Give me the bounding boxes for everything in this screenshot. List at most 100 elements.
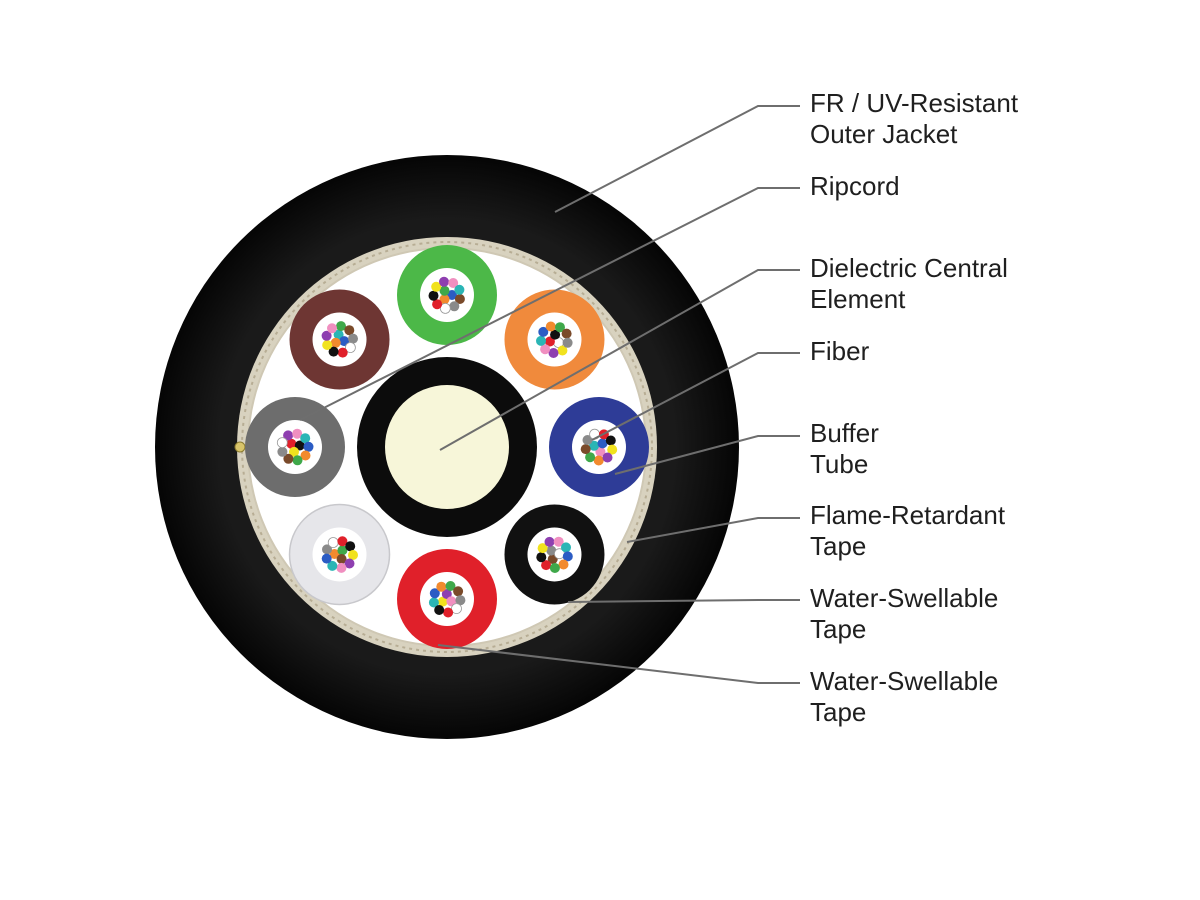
fiber [336, 562, 347, 573]
fiber [344, 558, 355, 569]
fiber [321, 330, 332, 341]
fiber [545, 321, 556, 332]
label-central-element: Dielectric Central Element [810, 253, 1008, 314]
fiber [277, 446, 288, 457]
fiber [540, 344, 551, 355]
fiber [330, 337, 341, 348]
fiber [328, 346, 339, 357]
fiber [428, 290, 439, 301]
fiber [439, 302, 451, 314]
fiber [443, 607, 454, 618]
fiber [322, 544, 332, 555]
fiber [439, 276, 449, 287]
leader-ripcord [299, 187, 800, 421]
fiber [557, 345, 568, 356]
fiber [561, 542, 571, 553]
fiber [585, 452, 596, 463]
leader-buffer-tube [614, 435, 800, 475]
label-fiber: Fiber [810, 336, 870, 366]
fiber [283, 453, 294, 464]
fiber [292, 455, 303, 466]
label-ripcord: Ripcord [810, 171, 900, 201]
fiber [562, 337, 573, 348]
fiber [453, 586, 464, 597]
leader-outer-jacket [554, 105, 800, 213]
buffer-tubes [245, 245, 649, 649]
fiber [428, 597, 439, 608]
fiber [607, 444, 618, 455]
fiber [327, 537, 339, 548]
water-swellable-tape-outer [241, 241, 653, 653]
fiber [431, 281, 442, 292]
fiber [445, 581, 456, 591]
fiber [544, 536, 555, 547]
fiber [345, 541, 356, 552]
fiber [561, 328, 572, 339]
leader-central-element [439, 269, 800, 451]
fiber [454, 294, 465, 304]
fiber [555, 322, 565, 333]
leader-water-swellable-tape-2 [437, 644, 800, 684]
fiber [286, 438, 297, 449]
fiber [344, 342, 356, 353]
fiber [454, 284, 465, 295]
label-flame-retardant-tape: Flame-Retardant Tape [810, 500, 1006, 561]
fiber [550, 329, 561, 340]
fiber [593, 455, 604, 466]
fiber [553, 536, 564, 547]
fiber [536, 552, 547, 563]
fiber [336, 554, 347, 564]
fiber [327, 323, 337, 334]
fiber [437, 596, 448, 607]
fiber [446, 596, 457, 607]
label-water-swellable-tape-2: Water-Swellable Tape [810, 666, 999, 727]
fiber [337, 545, 348, 556]
fiber [348, 550, 358, 560]
fiber [441, 589, 452, 599]
fiber [439, 285, 450, 296]
fiber [448, 278, 459, 288]
fiber [303, 441, 314, 452]
fiber [333, 329, 344, 340]
fiber [538, 326, 549, 337]
fiber [344, 325, 355, 336]
fiber [321, 553, 332, 564]
fiber [455, 595, 466, 606]
fiber [432, 299, 443, 310]
fiber [329, 549, 340, 559]
fiber [541, 560, 552, 571]
fiber [558, 559, 569, 570]
fiber [322, 340, 333, 350]
fiber [300, 450, 311, 461]
leader-lines [299, 105, 800, 684]
fiber [582, 435, 593, 445]
label-outer-jacket: FR / UV-Resistant Outer Jacket [810, 88, 1019, 149]
fiber [589, 440, 600, 451]
fiber [605, 435, 616, 446]
leader-flame-retardant-tape [626, 517, 800, 543]
fiber [294, 440, 305, 451]
leader-fiber [591, 352, 800, 441]
fiber [292, 428, 303, 439]
label-buffer-tube: Buffer Tube [810, 418, 879, 479]
fiber [536, 335, 546, 346]
fiber [549, 563, 560, 573]
fiber [602, 452, 613, 463]
fiber [289, 446, 299, 457]
fiber [546, 545, 557, 556]
fiber [562, 551, 573, 562]
fiber [300, 433, 311, 444]
fiber [544, 336, 555, 347]
fiber [429, 588, 440, 599]
fiber [439, 294, 450, 305]
fiber [447, 290, 457, 300]
fiber [537, 543, 548, 554]
fiber [283, 430, 294, 441]
fiber [449, 301, 460, 312]
label-water-swellable-tape-1: Water-Swellable Tape [810, 583, 999, 644]
fiber [595, 446, 606, 457]
fiber [451, 603, 462, 614]
fiber [548, 348, 559, 358]
ripcord [234, 441, 246, 453]
